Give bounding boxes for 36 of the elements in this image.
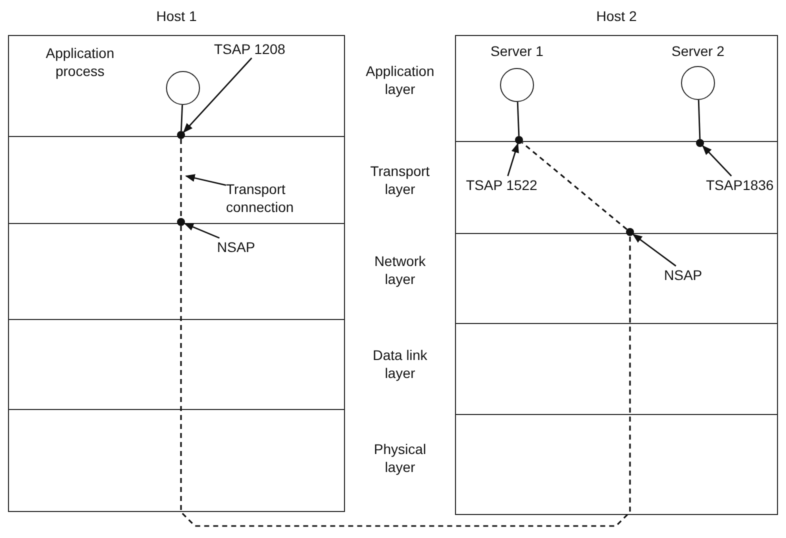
connection-line xyxy=(180,139,182,218)
leader-arrow xyxy=(507,142,519,176)
process-label: Server 2 xyxy=(670,42,726,60)
process-label: Server 1 xyxy=(490,42,544,60)
connection-line xyxy=(522,142,628,230)
leader-arrow xyxy=(183,58,252,133)
process-circle xyxy=(500,68,534,102)
leader-arrow xyxy=(632,234,676,267)
stem-line xyxy=(180,104,183,132)
process-circle xyxy=(166,71,200,105)
layer-label: Application layer xyxy=(364,62,436,98)
access-point-dot xyxy=(515,136,523,144)
callout-label: TSAP 1208 xyxy=(214,40,306,58)
access-point-dot xyxy=(626,228,634,236)
leader-arrow xyxy=(184,222,220,239)
callout-label: TSAP1836 xyxy=(706,176,774,194)
access-point-dot xyxy=(177,218,185,226)
leader-arrow xyxy=(702,145,732,176)
access-point-dot xyxy=(177,131,185,139)
host-label: Host 2 xyxy=(595,8,638,24)
callout-label: Transport connection xyxy=(226,180,338,216)
leader-arrow xyxy=(185,174,226,186)
layer-label: Data link layer xyxy=(372,346,428,382)
callout-label: NSAP xyxy=(664,266,712,284)
process-label: Application process xyxy=(44,44,116,80)
callout-label: TSAP 1522 xyxy=(466,176,544,194)
layer-label: Network layer xyxy=(373,252,427,288)
layer-label: Physical layer xyxy=(372,440,428,476)
connection-line xyxy=(180,226,631,527)
stem-line xyxy=(698,100,701,140)
stem-line xyxy=(516,102,520,136)
access-point-dot xyxy=(696,139,704,147)
host-label: Host 1 xyxy=(155,8,198,24)
callout-label: NSAP xyxy=(217,238,265,256)
process-circle xyxy=(681,66,715,100)
layer-label: Transport layer xyxy=(369,162,431,198)
